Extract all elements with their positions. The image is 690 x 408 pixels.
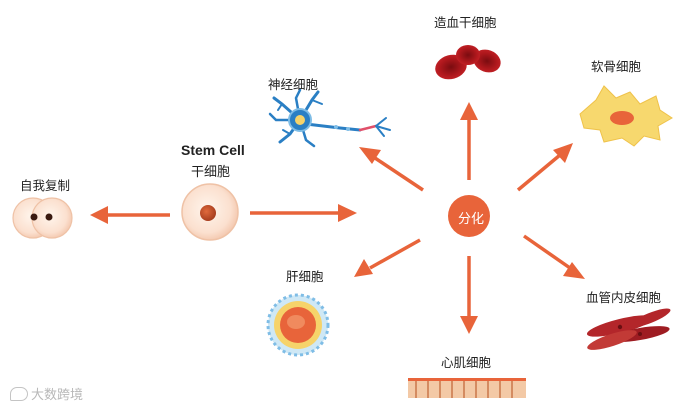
- neuron-label: 神经细胞: [268, 77, 319, 92]
- arrows: [90, 102, 585, 334]
- stem-cell: [181, 183, 239, 241]
- watermark: 大数跨境: [10, 384, 83, 403]
- arrow-to-hub: [250, 204, 357, 222]
- endothelial-cell: [586, 308, 671, 350]
- liver-cell: [266, 293, 330, 357]
- arrow-to-cardiac: [460, 256, 478, 334]
- endothelial-label: 血管内皮细胞: [586, 290, 662, 305]
- cardiac-label: 心肌细胞: [441, 355, 492, 370]
- arrow-to-cartilage: [516, 143, 573, 192]
- cardiac-cell: [408, 378, 526, 398]
- hematopoietic-label: 造血干细胞: [434, 15, 497, 30]
- hub-label: 分化: [457, 212, 484, 227]
- neuron-cell: [268, 88, 391, 148]
- stem-cell-label-en: Stem Cell: [181, 142, 245, 158]
- arrow-to-liver: [354, 238, 421, 277]
- hematopoietic-cell: [435, 45, 501, 80]
- self-renew-label: 自我复制: [20, 178, 71, 193]
- liver-label: 肝细胞: [286, 269, 324, 284]
- hub-circle: [448, 195, 490, 237]
- arrow-to-self-renew: [90, 206, 170, 224]
- cartilage-label: 软骨细胞: [591, 59, 642, 74]
- arrow-to-endothelial: [523, 234, 585, 279]
- arrow-to-neuron: [359, 147, 424, 192]
- watermark-text: 大数跨境: [31, 388, 84, 403]
- cartilage-cell: [579, 85, 673, 147]
- self-renew-cell: [12, 197, 73, 239]
- stem-cell-label-zh: 干细胞: [191, 165, 231, 180]
- watermark-logo-icon: [10, 386, 28, 401]
- arrow-to-hematopoietic: [460, 102, 478, 180]
